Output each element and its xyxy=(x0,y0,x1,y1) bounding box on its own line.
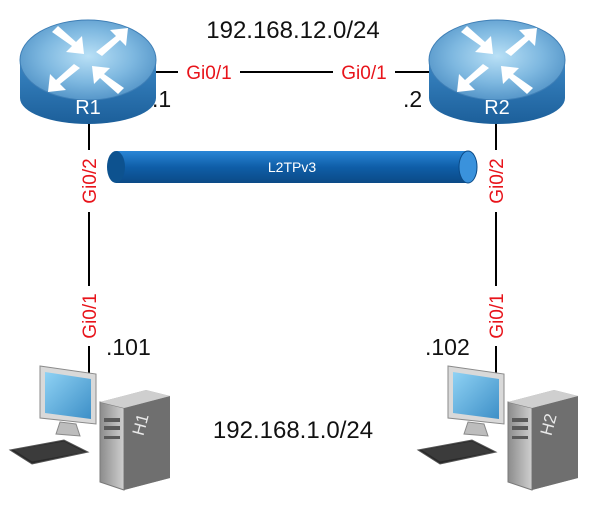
h2-ip-label: .102 xyxy=(425,334,470,360)
l2tpv3-tunnel: L2TPv3 xyxy=(107,150,478,184)
h2-port: Gi0/1 xyxy=(487,293,508,338)
router-r1-name: R1 xyxy=(75,97,101,119)
tunnel-label: L2TPv3 xyxy=(268,159,316,175)
r1-port-wan: Gi0/1 xyxy=(186,63,231,84)
host-h1[interactable]: H1 xyxy=(9,365,171,491)
router-r2[interactable]: R2 xyxy=(428,19,566,125)
host-h2-name: H2 xyxy=(537,412,561,438)
r2-port-wan: Gi0/1 xyxy=(341,63,386,84)
h1-port: Gi0/1 xyxy=(80,293,101,338)
router-r1[interactable]: R1 xyxy=(19,19,157,125)
r1-port-down: Gi0/2 xyxy=(80,158,101,203)
lan-network-label: 192.168.1.0/24 xyxy=(213,417,373,444)
h1-ip-label: .101 xyxy=(106,334,151,360)
r2-ip-label: .2 xyxy=(403,86,422,112)
host-h2[interactable]: H2 xyxy=(417,365,579,491)
host-h1-name: H1 xyxy=(129,412,153,438)
wan-network-label: 192.168.12.0/24 xyxy=(206,17,380,44)
r1-ip-label: .1 xyxy=(152,86,171,112)
router-r2-name: R2 xyxy=(484,97,510,119)
r2-port-down: Gi0/2 xyxy=(487,158,508,203)
